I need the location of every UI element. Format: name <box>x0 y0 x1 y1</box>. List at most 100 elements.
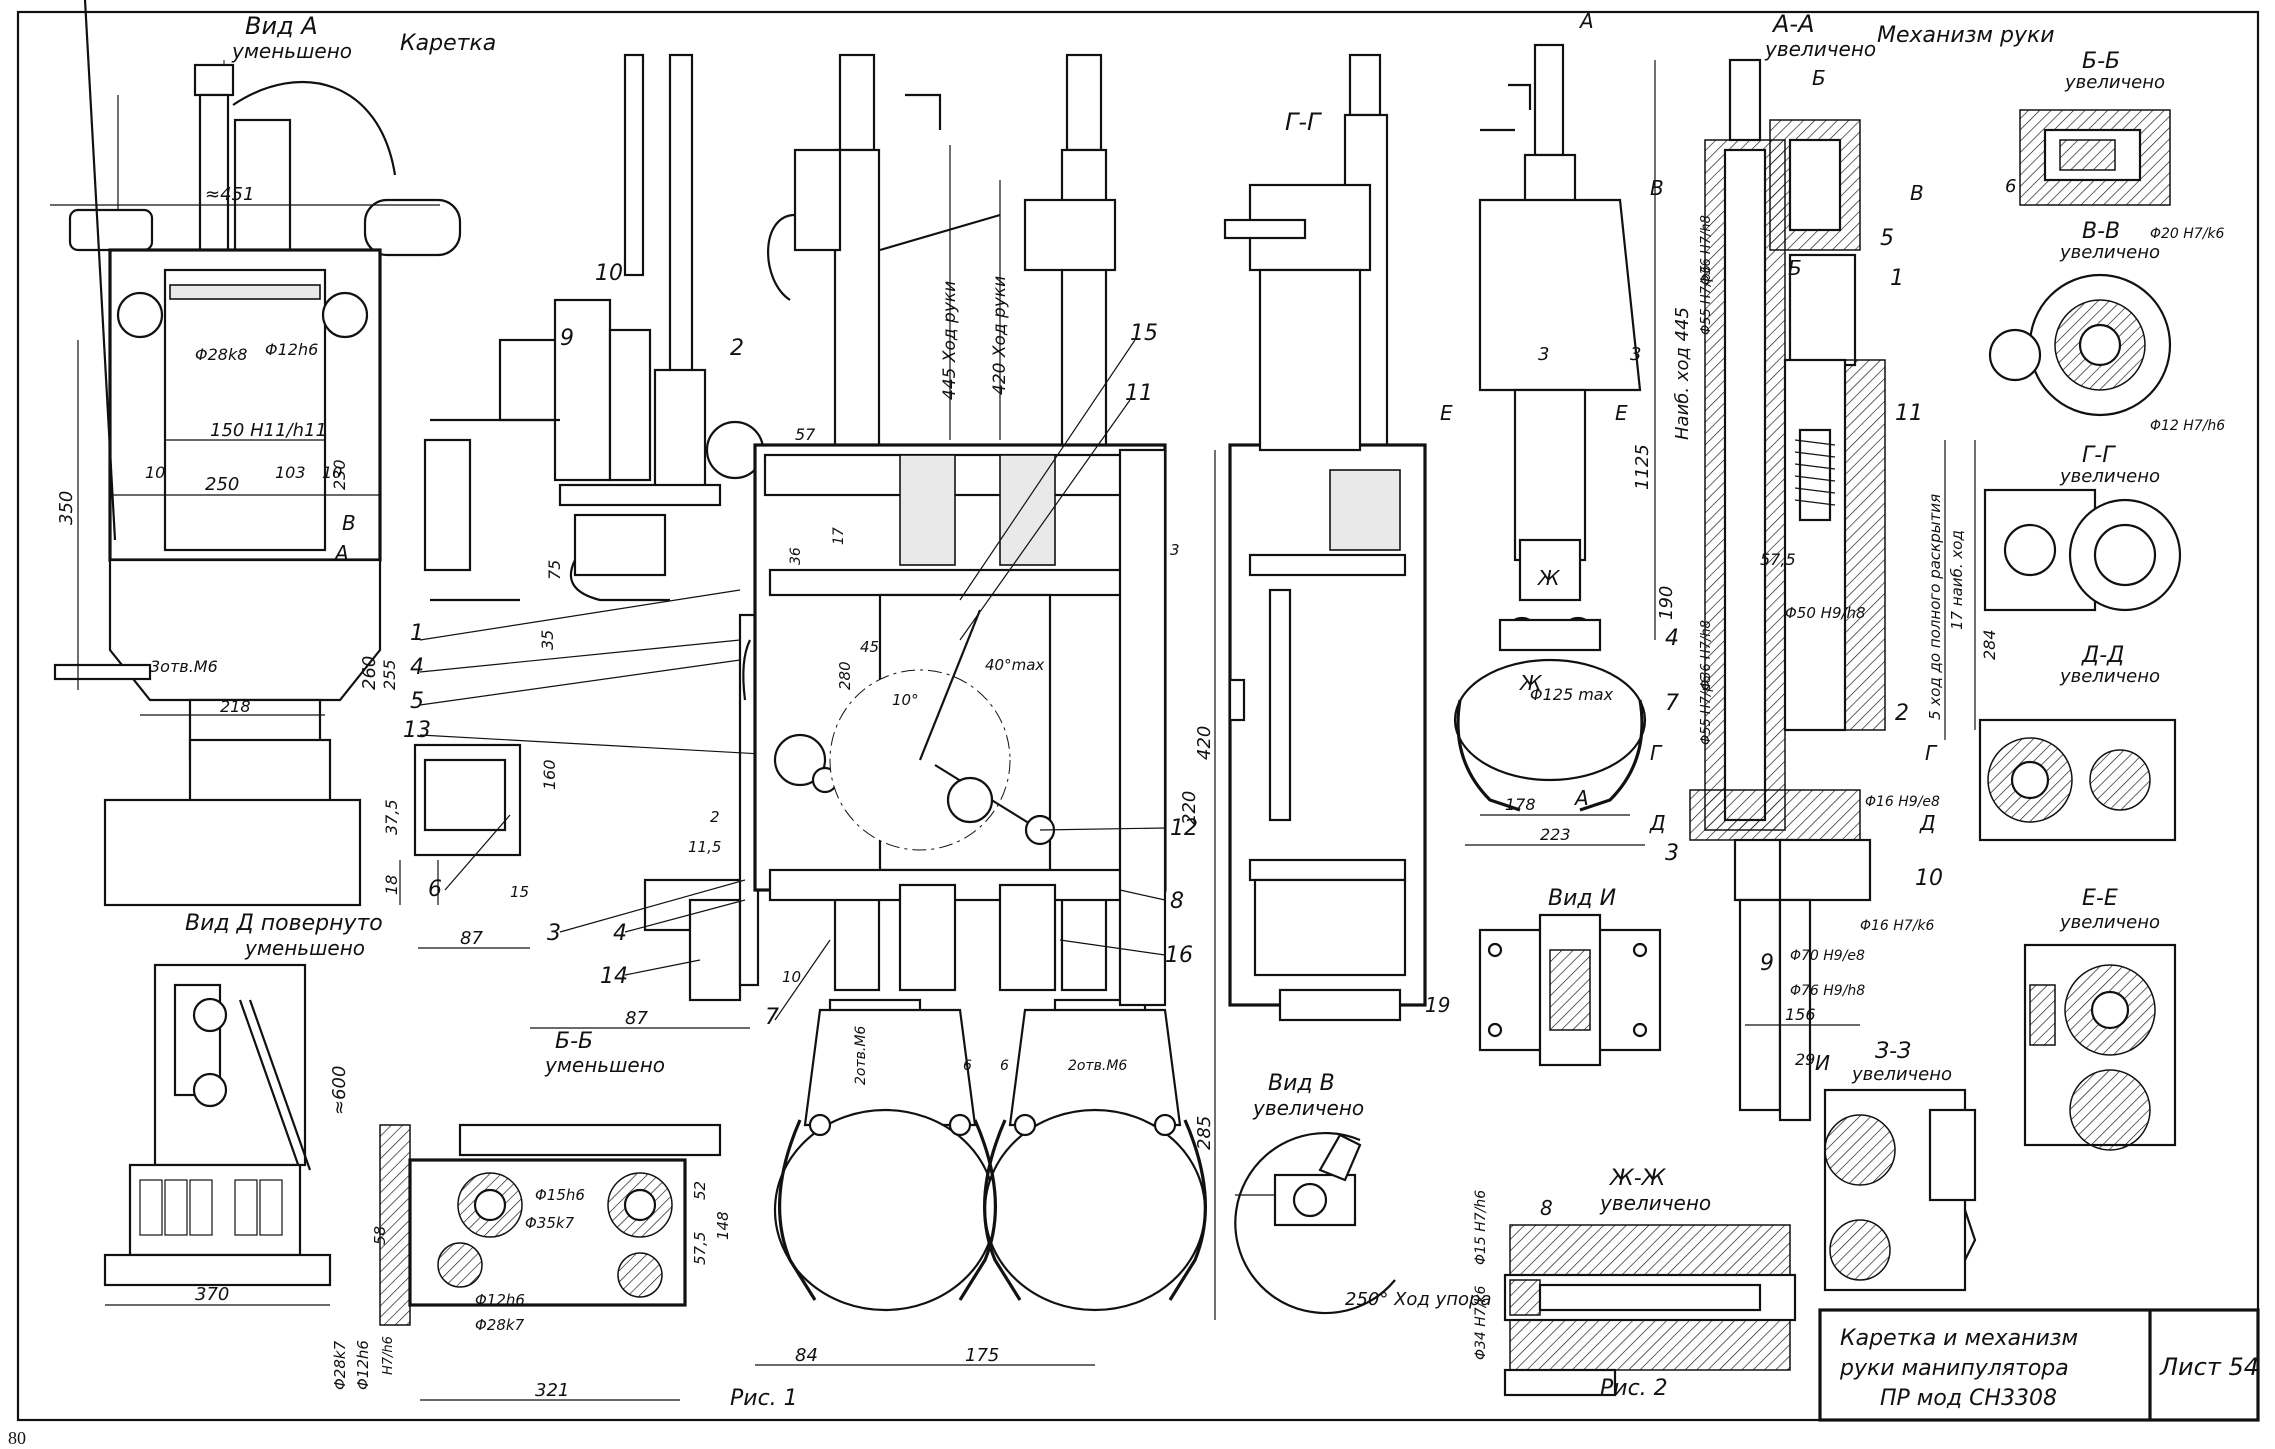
dim-190: 190 <box>1656 586 1677 620</box>
view-d-drawing: 370 ≈600 <box>103 963 350 1306</box>
dim-2otv-a: 2отв.М6 <box>853 1026 869 1085</box>
title-line1: Каретка и механизм <box>1840 1326 2078 1351</box>
dim-phi15: Φ15h6 <box>535 1186 585 1204</box>
title-block: Каретка и механизм руки манипулятора ПР … <box>1818 1308 2260 1422</box>
view-d-scale: уменьшено <box>244 936 365 960</box>
callout-13: 13 <box>403 718 431 743</box>
arm-mechanism-title: Механизм руки <box>1877 23 2055 48</box>
dim-160: 160 <box>540 759 559 790</box>
mark-v-left: В <box>1650 176 1664 200</box>
dim-255: 255 <box>380 659 399 690</box>
dim-5hod: 5 ход до полного раскрытия <box>1926 494 1944 720</box>
mark-zh-bottom: Ж <box>1518 671 1543 695</box>
callout-12: 12 <box>1170 816 1198 841</box>
rs-bb-callout-6: 6 <box>2005 176 2016 197</box>
title-line2: руки манипулятора <box>1839 1356 2069 1381</box>
dim-175: 175 <box>965 1345 999 1366</box>
callout-aa-3: 3 <box>1665 841 1679 866</box>
dim-150: 150 H11/h11 <box>210 420 327 441</box>
rs-vv-scale: увеличено <box>2059 242 2160 263</box>
sheet-label: Лист 54 <box>2159 1353 2259 1381</box>
dim-36: 36 <box>788 547 804 565</box>
dim-phi55-bot: Φ55 H7/p6 <box>1699 675 1714 745</box>
callout-aa-7: 7 <box>1665 691 1679 716</box>
callout-aa-1: 1 <box>1890 266 1904 291</box>
callout-aa-9: 9 <box>1760 951 1774 976</box>
callout-3: 3 <box>547 921 561 946</box>
callout-aa-4: 4 <box>1665 626 1679 651</box>
callout-4b: 4 <box>613 921 627 946</box>
carriage-drive-drawing: 260 75 35 160 37,5 18 15 87 87 11,5 2 10 <box>359 53 801 1029</box>
dim-phi28: Φ28k8 <box>195 345 247 364</box>
dim-35: 35 <box>538 630 557 650</box>
view-d-title: Вид Д повернуто <box>185 911 383 936</box>
mark-e-right: Е <box>1615 401 1628 425</box>
mark-d-left: Д <box>1649 811 1666 835</box>
callout-10: 10 <box>595 261 623 286</box>
rs-dd-title: Д-Д <box>2081 643 2124 668</box>
dim-phi36-bot: Φ36 H7/h8 <box>1699 620 1714 690</box>
dim-10b: 10 <box>322 463 342 482</box>
rs-zz-title: З-З <box>1875 1039 1911 1064</box>
dim-18: 18 <box>382 875 401 895</box>
dim-1125: 1125 <box>1632 444 1653 490</box>
dim-phi70: Φ70 H9/e8 <box>1790 948 1865 964</box>
section-bb-small-scale: уменьшено <box>544 1053 665 1077</box>
dim-156: 156 <box>1785 1005 1816 1024</box>
dim-321: 321 <box>535 1380 569 1401</box>
dim-600: ≈600 <box>329 1066 350 1115</box>
callout-aa-5: 5 <box>1880 226 1894 251</box>
mark-3-right: 3 <box>1630 344 1641 365</box>
section-aa-drawing: 5 1 11 4 7 2 3 9 10 Φ36 H7/h8 Φ55 H7/p6 … <box>1649 58 1999 1122</box>
callout-1: 1 <box>410 621 424 646</box>
rs-zz-scale: увеличено <box>1851 1064 1952 1085</box>
dim-370: 370 <box>195 1284 229 1305</box>
dim-phi12: Φ12h6 <box>265 340 318 359</box>
dim-phi12-vv: Φ12 H7/h6 <box>2150 418 2225 434</box>
view-a-title: Вид А <box>245 12 318 40</box>
dim-57: 57 <box>795 425 816 444</box>
view-a-drawing: ≈451 Φ28k8 Φ12h6 150 H11/h11 250 103 10 … <box>50 0 462 897</box>
dim-420-hod: 420 Ход руки <box>990 276 1010 395</box>
dim-57-5: 57,5 <box>691 1232 709 1265</box>
dim-phi55-top: Φ55 H7/p6 <box>1699 265 1714 335</box>
rs-bb-title: Б-Б <box>2082 49 2120 74</box>
rs-gg-scale: увеличено <box>2059 466 2160 487</box>
callout-aa-2: 2 <box>1895 701 1909 726</box>
drawing-frame <box>16 10 2260 1422</box>
dim-220: 220 <box>1179 791 1200 825</box>
dim-phi34-zh: Φ34 H7/k6 <box>1473 1285 1489 1360</box>
dim-phi12-bb: Φ12h6 <box>475 1291 525 1309</box>
view-i-title: Вид И <box>1548 886 1616 911</box>
mark-v-a: В <box>342 511 356 535</box>
dim-10: 10 <box>782 968 801 986</box>
mark-d-right: Д <box>1919 811 1936 835</box>
callout-4: 4 <box>410 655 424 680</box>
section-gg-title: Г-Г <box>1285 108 1322 136</box>
page-number: 80 <box>8 1428 26 1448</box>
dim-284: 284 <box>1980 629 1999 660</box>
callouts-top-right: 10 9 2 15 11 12 8 16 19 <box>560 261 1450 1017</box>
section-aa-scale: увеличено <box>1764 37 1876 61</box>
dim-3otv: 3отв.М6 <box>150 657 218 676</box>
rs-gg-title: Г-Г <box>2082 443 2116 468</box>
callout-15: 15 <box>1130 321 1158 346</box>
dim-445-hod: 445 Ход руки <box>940 281 960 400</box>
mark-a-bottom: А <box>1573 786 1589 810</box>
callout-8: 8 <box>1170 889 1184 914</box>
dim-87a: 87 <box>460 928 483 949</box>
dim-250: 250 <box>205 474 239 495</box>
dim-260: 260 <box>359 656 380 690</box>
fig1-drawing: 57 36 17 445 Ход руки 420 Ход руки 280 4… <box>730 53 1216 1411</box>
dim-37-5: 37,5 <box>382 799 401 835</box>
callout-6: 6 <box>428 877 442 902</box>
dim-phi36-top: Φ36 H7/h8 <box>1699 215 1714 285</box>
dim-phi15-zh: Φ15 H7/h6 <box>1473 1190 1489 1265</box>
dim-11-5: 11,5 <box>688 838 721 856</box>
rs-bb-scale: увеличено <box>2064 72 2165 93</box>
view-a-scale: уменьшено <box>231 39 352 63</box>
section-zhzh-scale: увеличено <box>1599 1191 1711 1215</box>
dim-350: 350 <box>56 491 77 525</box>
callout-8-zh: 8 <box>1540 1196 1553 1220</box>
dim-280: 280 <box>836 661 854 690</box>
